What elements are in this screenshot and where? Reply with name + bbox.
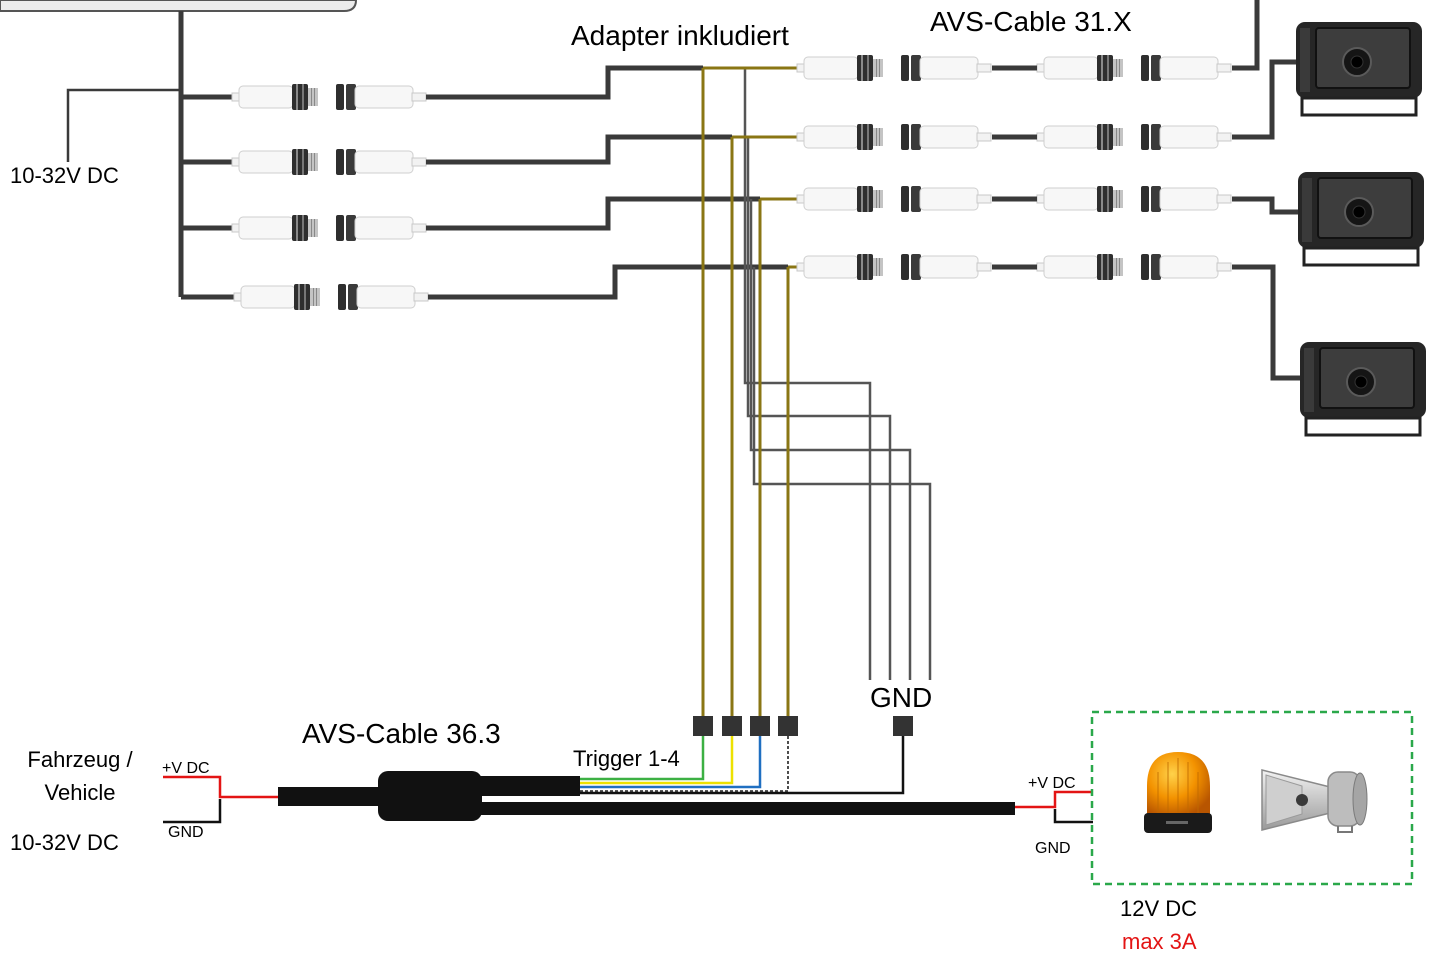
connector-right-b4: [1036, 253, 1232, 281]
load-box: [1090, 710, 1414, 886]
trigger-wire-yellow: [578, 736, 734, 785]
connector-right-b1: [1036, 54, 1232, 82]
cable-31-label: AVS-Cable 31.X: [930, 6, 1132, 37]
output-current-label: max 3A: [1122, 929, 1197, 954]
vehicle-plus-wire: [163, 775, 278, 799]
camera-icon: [1296, 170, 1426, 267]
ground-wire-1: [743, 68, 872, 680]
output-plus-wire: [1015, 790, 1093, 809]
cable-row-3: [426, 196, 760, 231]
cable-row-1: [426, 65, 703, 100]
trigger-adapter-3: [758, 197, 797, 717]
trigger-terminal-4: [778, 716, 798, 736]
trigger-adapter-1: [701, 66, 797, 717]
output-voltage-label: 12V DC: [1120, 896, 1197, 921]
vehicle-gnd-wire: [163, 799, 222, 824]
horn-mount: [1337, 826, 1353, 833]
connector-right-b3: [1036, 185, 1232, 213]
trigger-terminal-3: [750, 716, 770, 736]
camera-icon: [1294, 20, 1424, 117]
beacon-ridges: [1157, 758, 1199, 813]
trigger-terminal-2: [722, 716, 742, 736]
camera-link-1: [1232, 0, 1260, 71]
vehicle-plus-label: +V DC: [162, 760, 210, 777]
trigger-adapter-2: [730, 135, 797, 717]
horn-rear-cap: [1352, 772, 1368, 826]
horn-speaker-icon: [1261, 769, 1368, 833]
connector-right-a1: [796, 54, 992, 82]
monitor-unit: [0, 0, 358, 12]
connector-right-a4: [796, 253, 992, 281]
ground-wire-black: [578, 736, 905, 795]
trigger-adapter-4: [786, 265, 797, 717]
cable-36-input: [278, 787, 382, 806]
cable-36-module: [378, 771, 482, 821]
horn-mouth: [1265, 774, 1303, 826]
trigger-wire-white: [578, 736, 789, 792]
camera-link-4: [1232, 264, 1304, 381]
gnd-terminal: [893, 716, 913, 736]
connector-left-2: [231, 148, 427, 176]
cable-row-4: [428, 264, 788, 300]
connector-right-a3: [796, 185, 992, 213]
beacon-base-mark: [1166, 821, 1188, 824]
ground-wire-2: [746, 137, 892, 680]
connector-left-3: [231, 214, 427, 242]
gnd-label: GND: [870, 682, 932, 713]
cable-36-output: [480, 802, 1015, 815]
vehicle-label-line2: Vehicle: [45, 780, 116, 805]
power-top-label: 10-32V DC: [10, 163, 119, 188]
beacon-light-icon: [1144, 752, 1212, 833]
camera-link-3: [1232, 196, 1302, 215]
connector-right-b2: [1036, 123, 1232, 151]
vehicle-voltage-label: 10-32V DC: [10, 830, 119, 855]
vehicle-gnd-label: GND: [168, 824, 204, 841]
output-gnd-wire: [1053, 809, 1093, 824]
trigger-label: Trigger 1-4: [573, 746, 680, 771]
camera-link-2: [1232, 59, 1300, 140]
ground-wire-4: [752, 267, 932, 680]
output-gnd-label: GND: [1035, 840, 1071, 857]
output-plus-label: +V DC: [1028, 775, 1076, 792]
connector-right-a2: [796, 123, 992, 151]
vehicle-label-line1: Fahrzeug /: [27, 747, 133, 772]
horn-driver: [1296, 794, 1308, 806]
adapter-label: Adapter inkludiert: [571, 20, 789, 51]
ground-wire-3: [749, 199, 912, 680]
cable-row-2: [426, 134, 732, 165]
power-feed-line: [66, 88, 181, 162]
trigger-terminal-1: [693, 716, 713, 736]
camera-icon: [1298, 340, 1428, 437]
cable-36-trigger-branch: [480, 776, 580, 796]
trigger-wire-blue: [578, 736, 762, 789]
connector-left-4: [233, 283, 429, 311]
cable-36-label: AVS-Cable 36.3: [302, 718, 501, 749]
trigger-wire-green: [578, 736, 705, 781]
connector-left-1: [231, 83, 427, 111]
